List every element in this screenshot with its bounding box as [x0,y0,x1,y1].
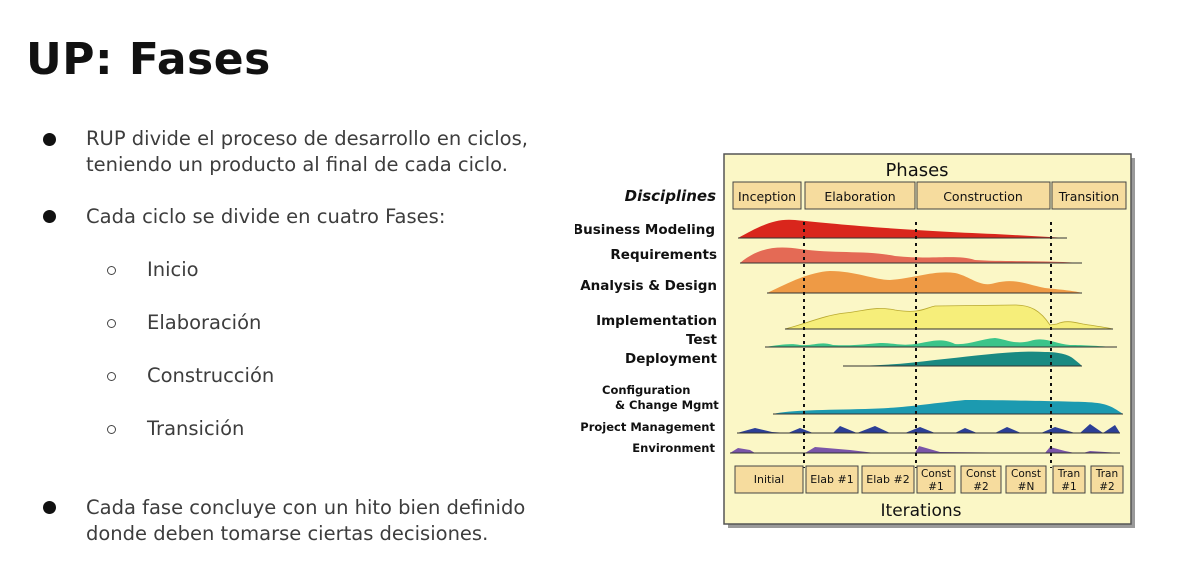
discipline-label: Deployment [625,351,718,367]
discipline-label: Project Management [580,420,715,434]
discipline-label: Configuration [602,383,690,397]
sub-bullet-item: Transición [147,417,245,440]
discipline-label: Requirements [610,247,717,263]
phase-label-construction: Construction [943,189,1023,204]
iterations-title: Iterations [881,501,962,521]
discipline-label: Test [686,332,718,348]
iteration-box [734,465,804,494]
iteration-boxes: Initial Elab #1 Elab #2 Const #1 Const #… [734,465,1124,494]
bullet-line: donde deben tomarse ciertas decisiones. [86,522,489,545]
iteration-label: #2 [973,481,988,493]
discipline-label: Implementation [596,313,717,329]
iteration-box [861,465,915,494]
iteration-box [805,465,859,494]
iteration-label: Tran [1057,468,1080,480]
bullet-dot [43,501,56,514]
phase-headers: Inception Elaboration Construction Trans… [732,181,1127,210]
curve-test [765,338,1117,347]
rup-diagram: Phases Disciplines Inception Elaboration… [575,153,1135,528]
iteration-label: Elab #2 [866,473,909,486]
iteration-label: #N [1018,481,1035,493]
diagram-frame [723,153,1132,525]
bullet-item: Cada ciclo se divide en cuatro Fases: [86,204,445,230]
bullet-dot [43,210,56,223]
iteration-label: Const [966,468,996,480]
discipline-label: & Change Mgmt [615,398,719,412]
sub-bullet-item: Elaboración [147,311,262,334]
bullet-line: RUP divide el proceso de desarrollo en c… [86,127,528,150]
discipline-labels-small: Configuration & Change Mgmt Project Mana… [580,383,719,455]
curve-project-management [737,424,1120,433]
bullet-dot [43,133,56,146]
phase-box-construction [916,181,1051,210]
curve-analysis-design [767,271,1082,293]
iteration-label: #1 [928,481,943,493]
sub-bullet-ring [107,266,116,275]
sub-bullet-item: Inicio [147,258,199,281]
iteration-label: #1 [1061,481,1076,493]
iteration-label: #2 [1099,481,1114,493]
iteration-label: Const [921,468,951,480]
sub-bullet-ring [107,425,116,434]
discipline-label: Environment [632,441,715,455]
phase-label-inception: Inception [738,189,796,204]
iteration-label: Const [1011,468,1041,480]
iteration-box [1052,465,1086,494]
phases-title: Phases [885,160,948,181]
curve-business-modeling [738,219,1067,238]
discipline-curves [730,219,1123,454]
discipline-labels: Business Modeling Requirements Analysis … [575,222,718,367]
phase-box-elaboration [804,181,916,210]
bullet-line: Cada ciclo se divide en cuatro Fases: [86,205,446,228]
iteration-box [960,465,1002,494]
iteration-label: Tran [1095,468,1118,480]
iteration-box [1090,465,1124,494]
phase-box-inception [732,181,802,210]
bullet-item: RUP divide el proceso de desarrollo en c… [86,126,528,178]
discipline-label: Analysis & Design [580,278,717,294]
discipline-label: Business Modeling [575,222,715,238]
milestone-lines [803,222,1052,468]
iteration-box [916,465,956,494]
bullet-line: Cada fase concluye con un hito bien defi… [86,496,526,519]
bullet-item: Cada fase concluye con un hito bien defi… [86,495,525,547]
curve-deployment [843,351,1082,366]
slide-title: UP: Fases [26,34,271,85]
curve-config-change [773,400,1123,414]
disciplines-label: Disciplines [625,187,716,205]
iteration-label: Initial [754,473,784,486]
bullet-line: teniendo un producto al final de cada ci… [86,153,508,176]
curve-requirements [740,247,1082,263]
iteration-label: Elab #1 [810,473,853,486]
sub-bullet-item: Construcción [147,364,275,387]
sub-bullet-ring [107,372,116,381]
curve-environment [730,446,1120,453]
iteration-box [1005,465,1047,494]
sub-bullet-ring [107,319,116,328]
phase-label-elaboration: Elaboration [824,189,895,204]
phase-label-transition: Transition [1058,189,1119,204]
curve-implementation [784,304,1114,330]
phase-box-transition [1051,181,1127,210]
